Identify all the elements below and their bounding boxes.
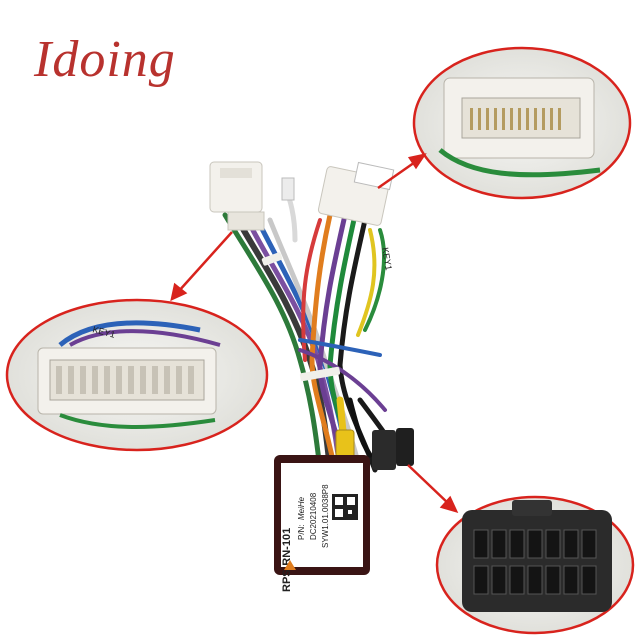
qr-code-icon bbox=[332, 494, 358, 520]
connector-top-left bbox=[209, 161, 265, 231]
wire-bundle bbox=[222, 182, 398, 473]
zip-tie bbox=[261, 252, 283, 266]
module-code-1: DC20210408 bbox=[309, 492, 318, 540]
arrow-icon bbox=[407, 464, 459, 513]
zip-tie bbox=[299, 366, 341, 382]
black-plug bbox=[396, 428, 414, 466]
arrow-icon bbox=[377, 153, 427, 190]
zoom-oval-top-right bbox=[412, 46, 632, 200]
warning-logo-icon bbox=[284, 560, 296, 570]
module-code-2: SYW1.01.0038P8 bbox=[321, 484, 330, 548]
brand-title: Idoing bbox=[34, 31, 176, 88]
zoom-oval-left: KEY1 bbox=[5, 298, 269, 452]
small-connector bbox=[281, 177, 295, 201]
module-model: RPS-RN-101 bbox=[281, 528, 293, 592]
control-module bbox=[274, 455, 370, 575]
module-pn-value: MeiHe bbox=[297, 496, 306, 520]
module-pn-label: P/N: bbox=[297, 524, 306, 540]
arrow-icon bbox=[170, 231, 233, 302]
zoom-oval-bottom-right bbox=[435, 495, 635, 635]
key-label-right: KEY1 bbox=[380, 247, 394, 271]
black-plug bbox=[372, 430, 396, 470]
